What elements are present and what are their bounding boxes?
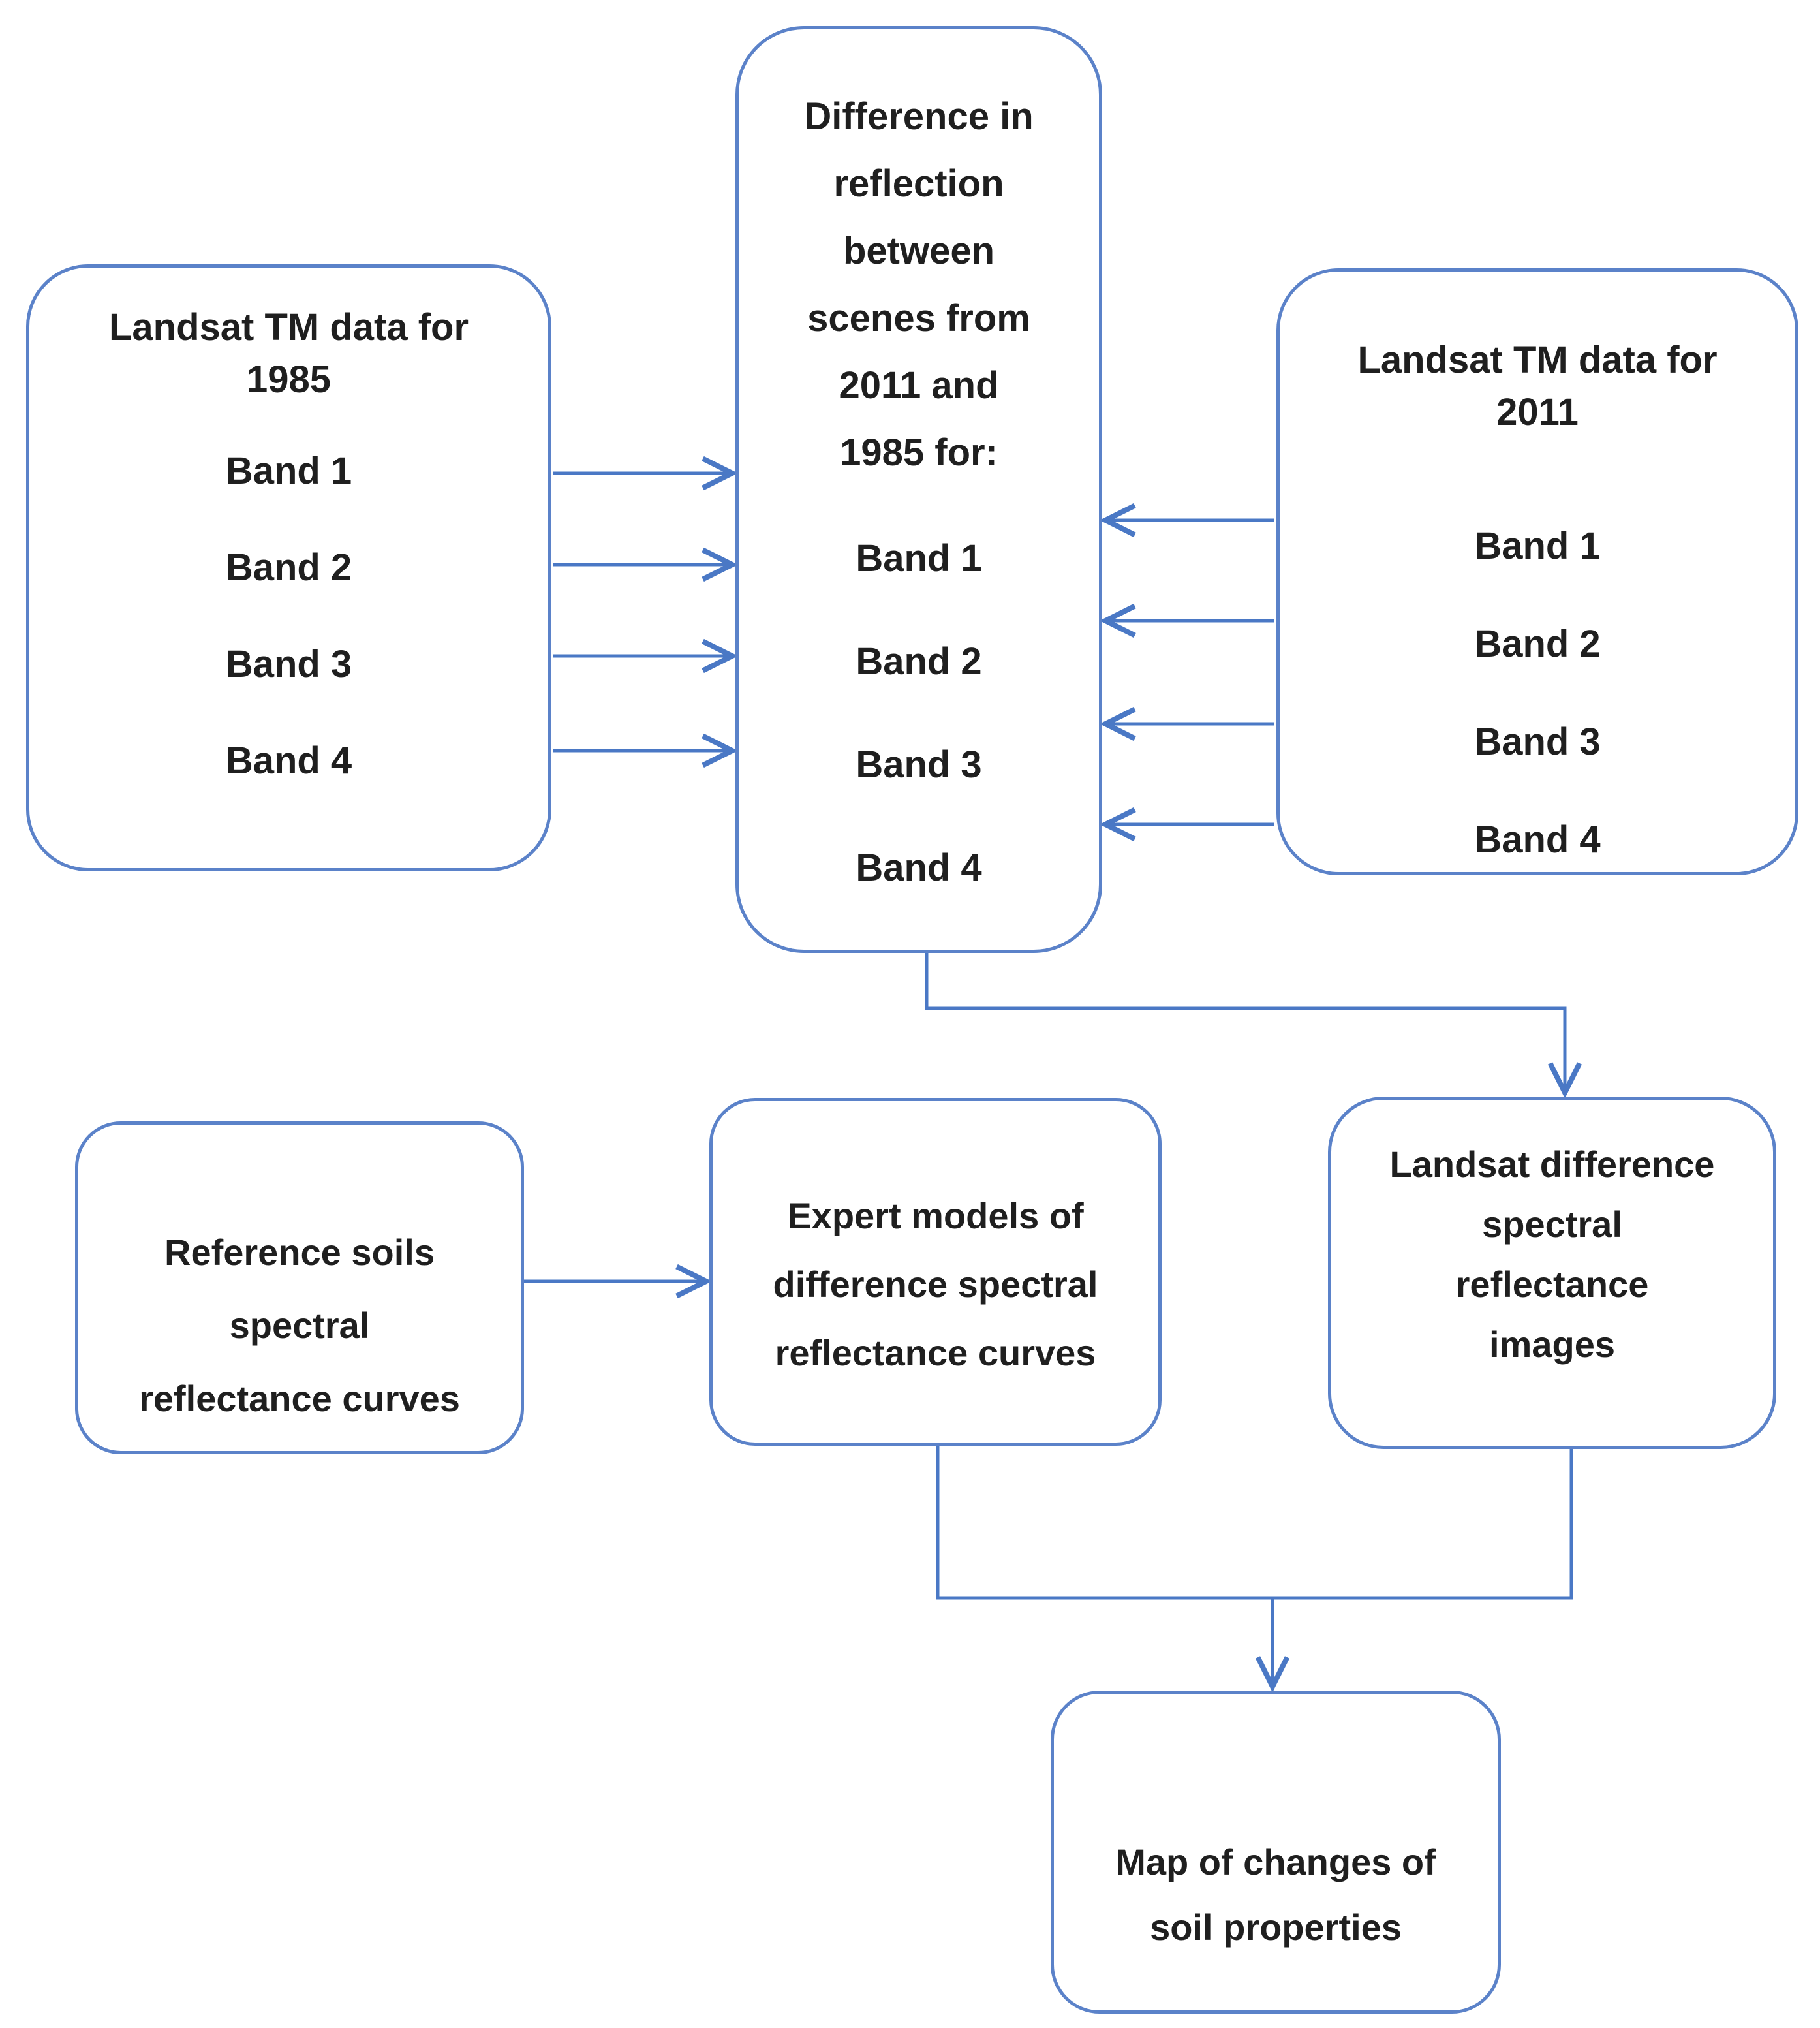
title-line: Landsat TM data for — [108, 306, 469, 349]
box-expert-models: Expert models of difference spectral ref… — [709, 1098, 1162, 1446]
band-label: Band 3 — [856, 743, 982, 786]
title-line: reflection — [833, 163, 1004, 205]
box-reference-soils-curves: Reference soils spectral reflectance cur… — [75, 1121, 524, 1454]
label-line: Reference soils — [164, 1232, 435, 1273]
label-line: soil properties — [1150, 1907, 1402, 1948]
band-label: Band 3 — [1474, 721, 1601, 763]
label-line: spectral — [229, 1305, 370, 1346]
box-landsat-difference-images: Landsat difference spectral reflectance … — [1328, 1097, 1776, 1449]
label-line: difference spectral — [773, 1264, 1098, 1305]
box-difference-in-reflection-title: Difference in reflection between scenes … — [739, 83, 1099, 486]
band-label: Band 2 — [225, 546, 352, 589]
title-line: Landsat TM data for — [1357, 339, 1718, 381]
label-line: reflectance — [1455, 1264, 1649, 1305]
box-map-of-changes: Map of changes of soil properties — [1051, 1691, 1501, 2014]
title-line: 1985 for: — [840, 431, 998, 474]
title-line: between — [842, 230, 995, 272]
band-label: Band 2 — [856, 640, 982, 683]
band-label: Band 4 — [1474, 819, 1601, 861]
title-line: 1985 — [246, 358, 332, 401]
label-line: Map of changes of — [1115, 1841, 1436, 1882]
band-label: Band 3 — [225, 643, 352, 685]
box-landsat-tm-1985-title: Landsat TM data for 1985 — [29, 302, 548, 406]
band-label: Band 4 — [856, 847, 982, 889]
box-landsat-tm-2011: Landsat TM data for 2011 Band 1 Band 2 B… — [1276, 268, 1798, 875]
box-landsat-tm-2011-title: Landsat TM data for 2011 — [1280, 334, 1795, 439]
title-line: Difference in — [804, 95, 1034, 138]
title-line: 2011 and — [839, 364, 999, 407]
band-label: Band 4 — [225, 740, 352, 782]
label-line: Expert models of — [787, 1195, 1084, 1236]
label-line: images — [1489, 1324, 1615, 1365]
box-difference-in-reflection: Difference in reflection between scenes … — [735, 26, 1102, 953]
arrow-difference-to-images — [925, 952, 1565, 1093]
title-line: 2011 — [1496, 391, 1579, 433]
band-label: Band 2 — [1474, 623, 1601, 665]
label-line: Landsat difference — [1389, 1144, 1715, 1185]
label-line: reflectance curves — [139, 1378, 460, 1419]
connector-join-bracket — [936, 1444, 1573, 1600]
title-line: scenes from — [807, 297, 1030, 339]
band-label: Band 1 — [1474, 525, 1601, 567]
band-label: Band 1 — [225, 450, 352, 492]
box-landsat-tm-1985: Landsat TM data for 1985 Band 1 Band 2 B… — [26, 264, 551, 871]
band-label: Band 1 — [856, 537, 982, 580]
label-line: reflectance curves — [775, 1332, 1096, 1373]
label-line: spectral — [1482, 1204, 1622, 1245]
